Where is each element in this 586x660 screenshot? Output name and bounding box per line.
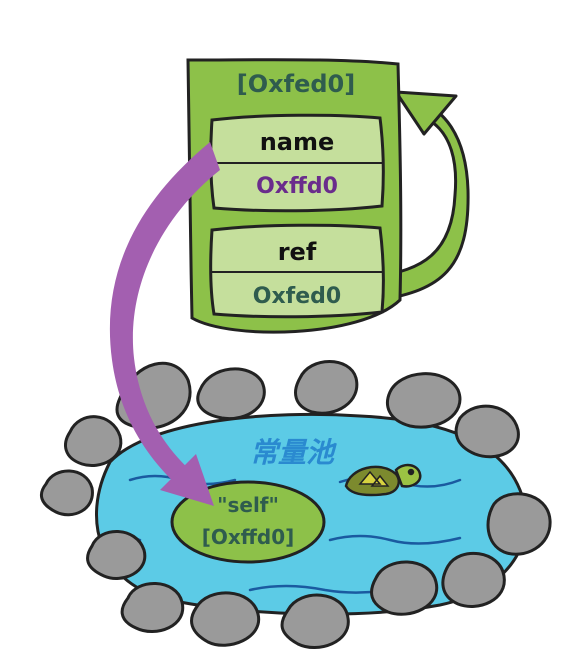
rock-icon xyxy=(86,530,147,580)
pool-title: 常量池 xyxy=(250,436,337,469)
field-ref: ref Oxfed0 xyxy=(209,223,385,319)
rock-icon xyxy=(386,372,462,429)
field-ref-label: ref xyxy=(278,238,317,266)
rock-icon xyxy=(64,415,123,467)
field-name: name Oxffd0 xyxy=(209,113,385,213)
rock-icon xyxy=(120,582,185,633)
rock-icon xyxy=(196,367,266,421)
rock-icon xyxy=(190,591,261,647)
rock-icon xyxy=(441,551,506,608)
string-literal-address: [Oxffd0] xyxy=(202,525,295,549)
pond-rocks xyxy=(39,360,552,649)
rock-icon xyxy=(280,593,350,649)
self-reference-arrow xyxy=(376,90,470,302)
rock-icon xyxy=(454,404,520,459)
rock-icon xyxy=(39,469,94,517)
name-pointer-arrow xyxy=(109,142,220,506)
field-name-label: name xyxy=(260,128,335,156)
rock-icon xyxy=(370,560,439,616)
turtle-icon xyxy=(344,463,422,497)
object-address: [Oxfed0] xyxy=(237,70,355,98)
field-name-value: Oxffd0 xyxy=(256,174,338,199)
string-literal-value: "self" xyxy=(217,493,279,517)
rock-icon xyxy=(486,492,552,556)
field-ref-value: Oxfed0 xyxy=(253,284,341,309)
rock-icon xyxy=(294,360,359,415)
